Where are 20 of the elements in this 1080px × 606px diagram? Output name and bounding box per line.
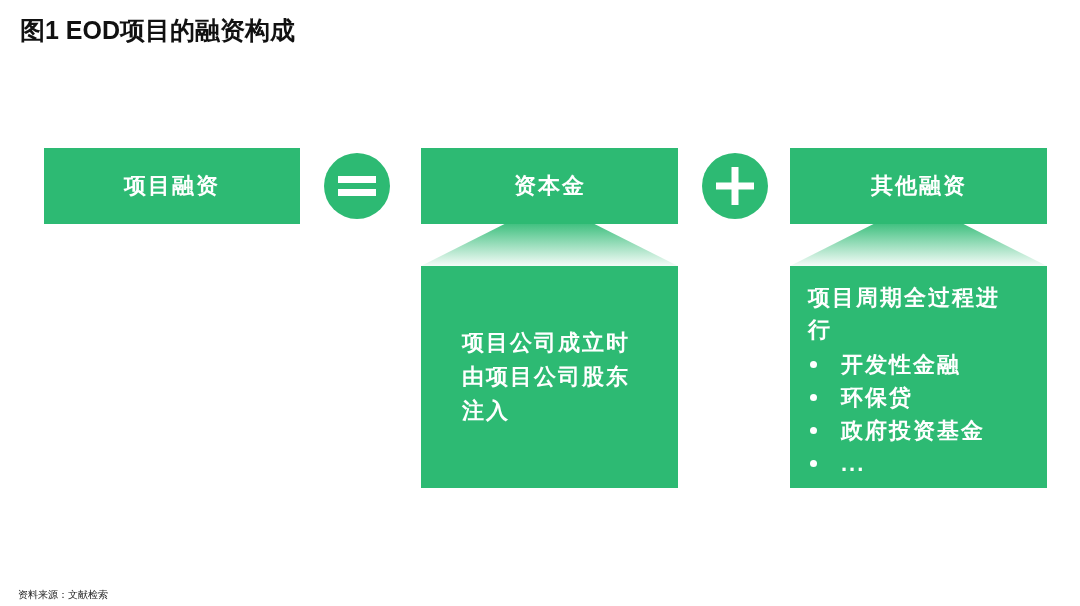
process-box (421, 148, 678, 224)
equals-sign (324, 153, 390, 219)
box-text: 项目公司成立时由项目公司股东注入 (462, 329, 631, 425)
list-heading: 项目周期全过程进行 (808, 284, 1001, 344)
process-box (44, 148, 300, 224)
box-text: 资本金 (513, 172, 586, 200)
plus-sign (702, 153, 768, 219)
list-item: 环保贷 (841, 384, 913, 412)
connector-funnel (421, 224, 678, 266)
detail-box (421, 266, 678, 488)
list-item: ... (841, 450, 866, 478)
box-text: 项目融资 (124, 172, 220, 200)
connector-funnel (790, 224, 1047, 266)
detail-box (790, 266, 1047, 488)
process-box (790, 148, 1047, 224)
list-item: 开发性金融 (841, 351, 961, 379)
title: 图1 EOD项目的融资构成 (20, 15, 296, 46)
box-text: 其他融资 (870, 172, 967, 200)
source-note: 资料来源：文献检索 (18, 588, 108, 602)
list-item: 政府投资基金 (841, 417, 985, 445)
